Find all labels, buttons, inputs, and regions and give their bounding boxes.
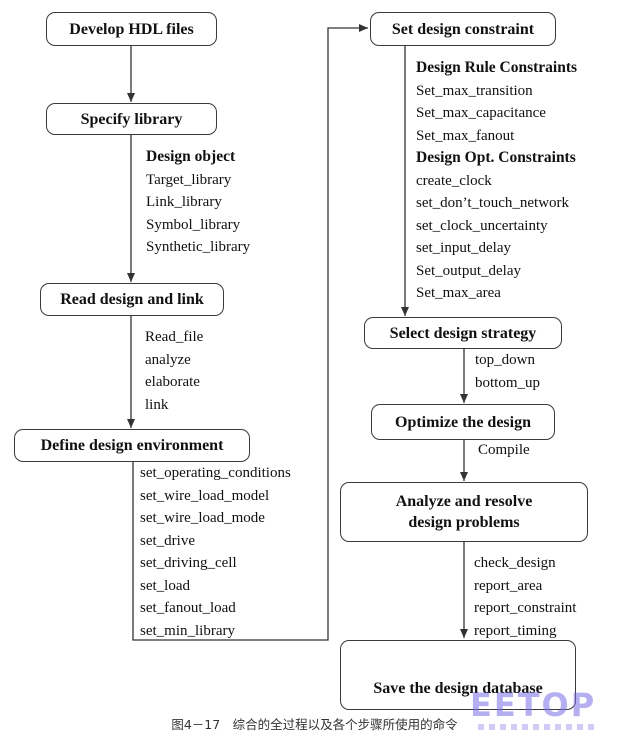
box-optimize-the-design: Optimize the design [371,404,555,440]
rule-constraints-heading: Design Rule Constraints [416,59,578,76]
environment-item: set_driving_cell [140,555,237,571]
opt-constraint-item: set_don’t_touch_network [416,195,570,211]
box-define-design-environment: Define design environment [14,429,250,462]
figure-caption: 图4－17 综合的全过程以及各个步骤所使用的命令 [171,717,458,732]
box-strategy-label: Select design strategy [389,324,537,342]
environment-item: set_min_library [140,622,235,639]
analyze-item: report_constraint [474,600,577,616]
library-commands: Design object Target_library Link_librar… [146,146,250,259]
library-item: Symbol_library [146,216,241,233]
environment-item: set_wire_load_mode [140,510,265,526]
environment-item: set_operating_conditions [140,465,291,481]
opt-constraint-item: create_clock [416,172,492,189]
arrow-define-to-constraint [132,24,368,641]
box-specify-library: Specify library [46,103,217,135]
box-select-design-strategy: Select design strategy [364,317,562,349]
opt-constraint-item: set_clock_uncertainty [416,217,548,234]
box-optimize-label: Optimize the design [395,413,531,431]
box-define-label: Define design environment [40,437,224,454]
box-constraint-label: Set design constraint [391,20,535,38]
watermark-logo: EETOP [470,686,597,724]
optimize-commands: Compile [478,439,530,462]
analyze-item: check_design [474,555,556,571]
opt-constraint-item: Set_output_delay [416,262,521,279]
library-heading: Design object [146,148,236,165]
analyze-item: report_area [474,577,543,594]
box-analyze-and-resolve: Analyze and resolve design problems [340,482,588,542]
watermark-subtitle-decoration [478,724,598,730]
box-set-design-constraint: Set design constraint [370,12,556,46]
environment-commands: set_operating_conditions set_wire_load_m… [140,462,291,642]
box-read-label: Read design and link [60,291,204,308]
strategy-commands: top_down bottom_up [475,349,540,394]
read-item: Read_file [145,329,204,345]
box-save-design-database: Save the design database [340,640,576,710]
opt-constraints-heading: Design Opt. Constraints [416,149,576,166]
library-item: Synthetic_library [146,239,251,255]
environment-item: set_wire_load_model [140,487,270,504]
box-read-design-and-link: Read design and link [40,283,224,316]
box-save-label: Save the design database [373,680,543,697]
analyze-commands: check_design report_area report_constrai… [474,552,576,642]
optimize-item: Compile [478,442,530,458]
opt-constraint-item: set_input_delay [416,240,511,256]
constraint-commands: Design Rule Constraints Set_max_transiti… [416,57,577,305]
opt-constraint-item: Set_max_area [416,285,501,301]
rule-constraint-item: Set_max_fanout [416,127,515,144]
box-develop-label: Develop HDL files [69,20,194,38]
environment-item: set_fanout_load [140,600,236,616]
analyze-item: report_timing [474,622,557,639]
environment-item: set_drive [140,532,195,549]
environment-item: set_load [140,577,190,594]
read-item: elaborate [145,374,200,390]
read-commands: Read_file analyze elaborate link [145,326,203,416]
box-develop-hdl-files: Develop HDL files [46,12,217,46]
read-item: analyze [145,351,191,368]
box-analyze-label: Analyze and resolve design problems [395,493,533,531]
library-item: Link_library [146,194,222,210]
rule-constraint-item: Set_max_transition [416,82,533,99]
box-specify-label: Specify library [80,110,183,128]
read-item: link [145,396,169,413]
strategy-item: bottom_up [475,374,541,391]
rule-constraint-item: Set_max_capacitance [416,105,546,121]
strategy-item: top_down [475,352,535,368]
library-item: Target_library [146,171,232,188]
